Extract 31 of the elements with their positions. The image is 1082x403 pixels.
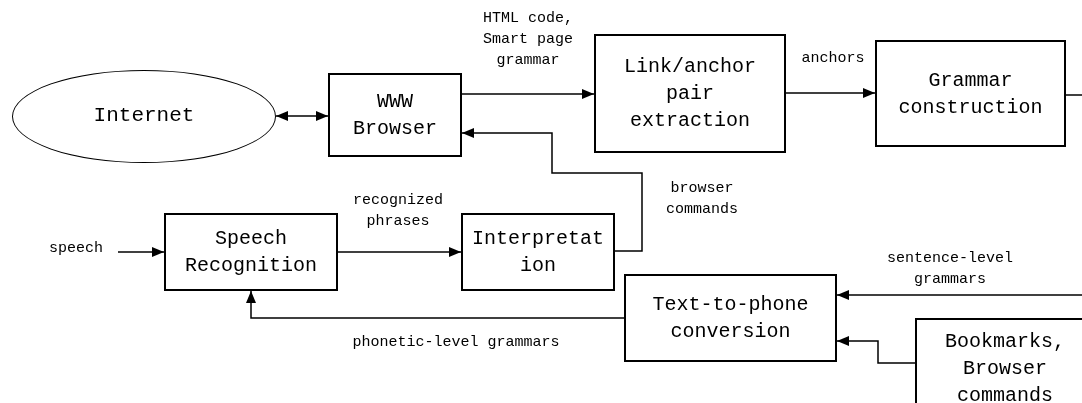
edge-label: speech [48, 239, 104, 259]
node-label: WWW Browser [352, 89, 438, 142]
node-label: Interpretation [471, 226, 605, 279]
arrow [337, 247, 462, 257]
edge-label: HTML code, Smart page grammar [482, 9, 574, 71]
node-label: Speech Recognition [184, 226, 318, 279]
arrow [275, 111, 329, 121]
node-label: Bookmarks, Browser commands [944, 328, 1066, 403]
node-label: Grammar construction [897, 67, 1044, 121]
edge-label: recognized phrases [352, 191, 444, 232]
edge-label: phonetic-level grammars [351, 333, 561, 353]
arrow [785, 88, 876, 98]
process-box [624, 274, 837, 362]
process-box [461, 213, 615, 291]
node-label: Internet [93, 103, 195, 130]
process-box [164, 213, 338, 291]
process-box [594, 34, 786, 153]
process-box [915, 318, 1082, 403]
arrow [461, 89, 595, 99]
arrow [246, 290, 625, 319]
arrow [461, 128, 643, 252]
edge-label: sentence-level grammars [886, 249, 1014, 290]
arrow [836, 336, 916, 364]
node-label: Text-to-phone conversion [651, 292, 810, 345]
edge-label: anchors [800, 49, 866, 69]
edge-label: browser commands [665, 179, 739, 220]
process-box [875, 40, 1066, 147]
arrow [836, 290, 1082, 300]
arrow [117, 247, 165, 257]
process-box [328, 73, 462, 157]
node-label: Link/anchor pair extraction [623, 54, 757, 134]
